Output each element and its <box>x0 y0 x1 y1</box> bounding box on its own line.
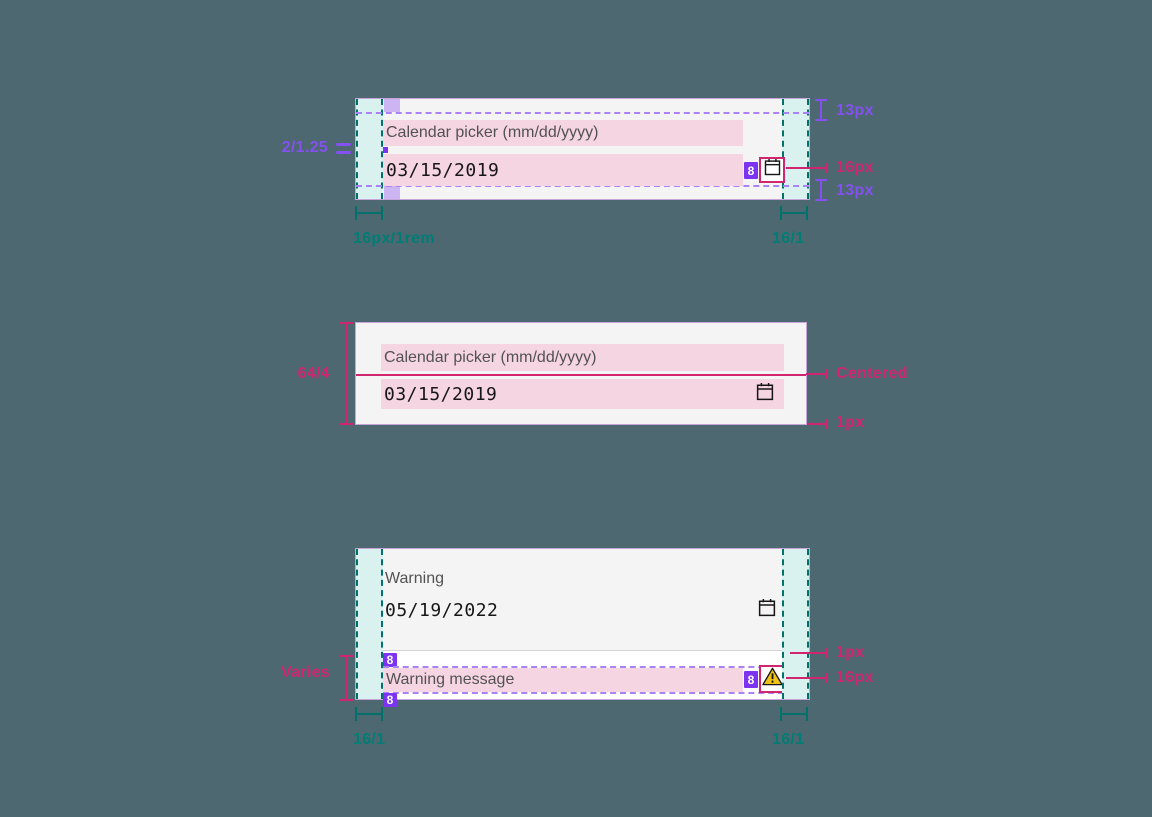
gap-equals-marker <box>336 143 351 154</box>
date-input-value: 03/15/2019 <box>384 383 498 405</box>
calendar-icon <box>757 598 777 623</box>
measure-ibeam-bottom <box>815 179 827 201</box>
label-highlight: Calendar picker (mm/dd/yyyy) <box>381 344 784 371</box>
top-spacing-highlight <box>384 99 400 112</box>
annotation-padding-left: 16/1 <box>353 731 386 748</box>
measure-bracket-right-padding <box>780 707 808 721</box>
message-top-dashed-line <box>383 666 784 668</box>
measure-bracket-field-height <box>340 322 353 425</box>
measure-bracket-right-padding <box>780 206 808 220</box>
leader-tick-16px <box>826 673 828 683</box>
date-picker-spec-height: Calendar picker (mm/dd/yyyy) 03/15/2019 <box>355 322 807 425</box>
spacing-8-badge-icon: 8 <box>744 671 758 688</box>
field-label: Warning <box>385 570 444 587</box>
left-padding-highlight <box>356 549 383 699</box>
calendar-icon <box>763 158 782 182</box>
field-label: Calendar picker (mm/dd/yyyy) <box>384 348 597 366</box>
measure-ibeam-top <box>815 99 827 121</box>
date-input[interactable]: 03/15/2019 <box>381 379 784 409</box>
bottom-spacing-dashed-line <box>356 185 809 187</box>
field-bottom-border <box>356 650 809 651</box>
calendar-icon-button[interactable] <box>759 157 785 183</box>
leader-tick-centered <box>826 369 828 379</box>
annotation-border-1px: 1px <box>836 644 865 661</box>
center-line <box>356 374 806 376</box>
label-highlight: Calendar picker (mm/dd/yyyy) <box>383 120 743 146</box>
top-spacing-dashed-line <box>356 112 809 114</box>
leader-line-centered <box>806 373 826 375</box>
annotation-label-gap: 2/1.25 <box>281 139 328 156</box>
message-bottom-dashed-line <box>383 692 784 694</box>
annotation-icon-16px: 16px <box>836 159 874 176</box>
date-input-value: 03/15/2019 <box>386 159 500 181</box>
annotation-padding-right: 16/1 <box>772 731 805 748</box>
leader-tick-1px <box>826 648 828 658</box>
measure-bracket-left-padding <box>355 206 383 220</box>
right-padding-highlight <box>782 549 809 699</box>
leader-line-16px <box>786 677 826 679</box>
leader-line-border <box>808 423 826 425</box>
warning-icon <box>762 667 783 691</box>
annotation-icon-16px: 16px <box>836 669 874 686</box>
annotation-height: 64/4 <box>297 365 330 382</box>
annotation-bottom-13px: 13px <box>836 182 874 199</box>
leader-line-1px <box>790 652 826 654</box>
date-input-value: 05/19/2022 <box>385 599 499 621</box>
annotation-varies: Varies <box>281 664 330 681</box>
right-padding-highlight <box>782 99 809 199</box>
calendar-icon <box>755 382 775 407</box>
measure-bracket-message-height <box>340 655 353 701</box>
date-input[interactable]: 05/19/2022 <box>382 595 742 625</box>
left-padding-highlight <box>356 99 383 199</box>
bottom-spacing-highlight <box>384 186 400 199</box>
annotation-centered: Centered <box>836 365 908 382</box>
leader-tick-border <box>826 419 828 429</box>
annotation-padding-left: 16px/1rem <box>353 230 435 247</box>
leader-tick-icon <box>826 163 828 173</box>
date-input[interactable]: 03/15/2019 <box>383 154 743 186</box>
annotation-padding-right: 16/1 <box>772 230 805 247</box>
leader-line-icon <box>786 167 826 169</box>
date-picker-spec-padding: Calendar picker (mm/dd/yyyy) 03/15/2019 … <box>355 98 810 200</box>
annotation-top-13px: 13px <box>836 102 874 119</box>
spacing-8-badge-below: 8 <box>383 693 397 707</box>
annotation-border-1px: 1px <box>836 414 865 431</box>
warning-message-text: Warning message <box>386 671 515 688</box>
measure-bracket-left-padding <box>355 707 383 721</box>
label-gap-marker <box>383 147 388 153</box>
field-label: Calendar picker (mm/dd/yyyy) <box>386 124 599 141</box>
calendar-icon-button[interactable] <box>754 597 780 623</box>
date-picker-spec-warning: Warning 05/19/2022 8 Warning message 8 8 <box>355 548 810 707</box>
warning-message-highlight: Warning message <box>383 668 743 692</box>
calendar-icon-button[interactable] <box>752 381 778 407</box>
spacing-8-badge: 8 <box>744 162 758 179</box>
spacing-8-badge-above: 8 <box>383 653 397 667</box>
